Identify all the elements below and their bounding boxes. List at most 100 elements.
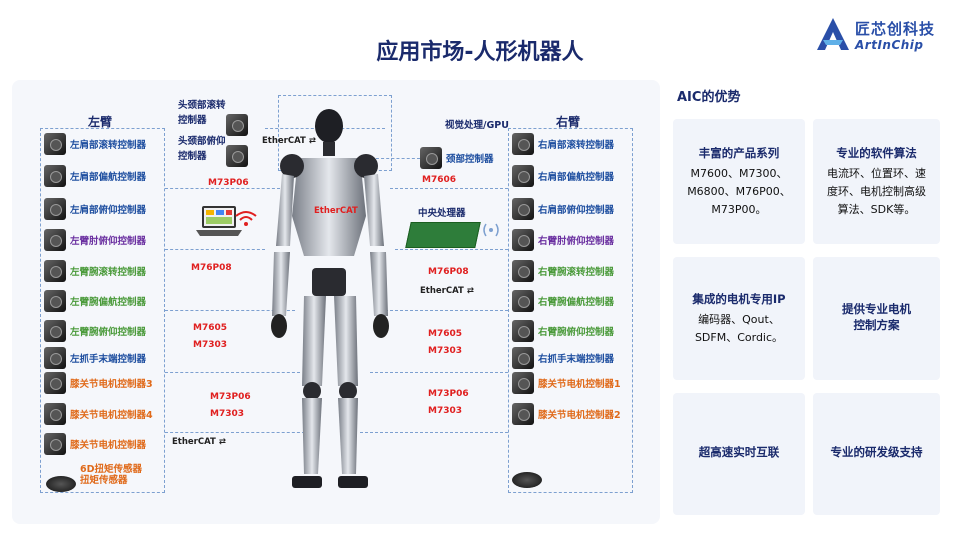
controller-module [512, 431, 637, 457]
controller-module: 左肩部偏航控制器 [44, 163, 169, 189]
advantage-card: 超高速实时互联 [673, 393, 805, 515]
controller-module: 左臂肘俯仰控制器 [44, 227, 169, 253]
link-line [165, 188, 280, 189]
head-pitch-label: 头颈部俯仰 控制器 [178, 136, 226, 162]
ethercat-suffix: CAT [197, 437, 216, 447]
torque-sensor-right [512, 472, 542, 488]
motor-controller-icon [44, 290, 66, 312]
ethercat-suffix: CAT [287, 136, 306, 146]
controller-label: 6D扭矩传感器 扭矩传感器 [80, 464, 142, 486]
left-arm-heading: 左臂 [88, 115, 113, 129]
link-line [165, 372, 300, 373]
ethercat-label: EtherCAT ⇄ [262, 136, 316, 146]
neck-module: 颈部控制器 [420, 145, 520, 171]
controller-label: 左抓手末端控制器 [70, 354, 147, 365]
link-line [340, 158, 420, 159]
humanoid-robot-image [271, 109, 389, 488]
advantages-heading: AIC的优势 [677, 90, 741, 105]
motor-controller-icon [44, 320, 66, 342]
wireless-icon [483, 223, 499, 237]
controller-module: 右臂腕偏航控制器 [512, 288, 637, 314]
logo-en: ArtInChip [855, 38, 924, 52]
controller-module: 左臂腕滚转控制器 [44, 258, 169, 284]
controller-module: 右肩部偏航控制器 [512, 163, 637, 189]
left-arm-frame [40, 128, 165, 493]
controller-module: 右肩部俯仰控制器 [512, 196, 637, 222]
controller-label: 右肩部滚转控制器 [538, 140, 615, 151]
controller-label: 左臂腕俯仰控制器 [70, 327, 147, 338]
motor-controller-icon [44, 433, 66, 455]
advantage-card-title: 专业的研发级支持 [830, 445, 923, 459]
ethercat-label: EtherCAT ⇄ [420, 286, 474, 296]
head-pitch-module [226, 143, 252, 169]
controller-label: 膝关节电机控制器 [70, 440, 147, 451]
controller-module: 左臂腕偏航控制器 [44, 288, 169, 314]
motor-controller-icon [44, 347, 66, 369]
link-line [395, 249, 508, 250]
head-roll-label: 头颈部滚转 控制器 [178, 100, 226, 126]
chip-label: M73P06 M7303 [210, 392, 251, 419]
controller-module: 膝关节电机控制器4 [44, 401, 169, 427]
advantage-card-body: 电流环、位置环、速 度环、电机控制高级 算法、SDK等。 [827, 166, 926, 216]
advantage-card: 提供专业电机 控制方案 [813, 257, 940, 380]
controller-label: 左臂肘俯仰控制器 [70, 236, 147, 247]
controller-label: 右臂肘俯仰控制器 [538, 236, 615, 247]
link-line [375, 310, 508, 311]
chest-ethercat-label: EtherCAT [314, 206, 358, 216]
motor-controller-icon [512, 133, 534, 155]
motor-controller-icon [44, 133, 66, 155]
right-arm-frame [508, 128, 633, 493]
advantage-card-title: 专业的软件算法 [836, 145, 917, 160]
motor-controller-icon [44, 403, 66, 425]
controller-module: 6D扭矩传感器 扭矩传感器 [44, 462, 169, 488]
controller-label: 左肩部偏航控制器 [70, 172, 147, 183]
neck-label: 颈部控制器 [446, 154, 494, 165]
motor-controller-icon [512, 165, 534, 187]
motor-controller-icon [44, 198, 66, 220]
torque-sensor-left [46, 476, 76, 492]
controller-label: 右抓手末端控制器 [538, 354, 615, 365]
company-logo: 匠芯创科技 ArtInChip [815, 14, 950, 58]
motor-controller-icon [44, 165, 66, 187]
chip-label: M7605 M7303 [428, 329, 463, 356]
page-title: 应用市场-人形机器人 [376, 40, 584, 65]
controller-label: 右臂腕滚转控制器 [538, 267, 615, 278]
ethercat-suffix: CAT [445, 286, 464, 296]
head-roll-module [226, 112, 252, 138]
controller-label: 左肩部滚转控制器 [70, 140, 147, 151]
controller-module: 左抓手末端控制器 [44, 345, 169, 371]
wifi-icon [235, 211, 257, 226]
link-line [360, 432, 508, 433]
controller-label: 膝关节电机控制器3 [70, 379, 153, 390]
controller-module: 右臂肘俯仰控制器 [512, 227, 637, 253]
motor-controller-icon [44, 372, 66, 394]
motor-controller-icon [44, 260, 66, 282]
link-line [390, 188, 508, 189]
controller-module: 右抓手末端控制器 [512, 345, 637, 371]
controller-label: 膝关节电机控制器1 [538, 379, 621, 390]
cpu-board [405, 222, 481, 248]
chip-label: M7606 [422, 175, 457, 185]
advantage-card: 专业的研发级支持 [813, 393, 940, 515]
ethercat-prefix: Ether [420, 286, 446, 296]
motor-controller-icon [512, 372, 534, 394]
motor-controller-icon [512, 229, 534, 251]
ethercat-prefix: Ether [172, 437, 198, 447]
advantage-card-body: 编码器、Qout、 SDFM、Cordic。 [694, 312, 784, 344]
chip-label: M73P06 [208, 178, 249, 188]
chip-label: M76P08 [191, 263, 232, 273]
advantage-card: 集成的电机专用IP 编码器、Qout、 SDFM、Cordic。 [673, 257, 805, 380]
controller-module: 膝关节电机控制器 [44, 431, 169, 457]
controller-label: 右肩部俯仰控制器 [538, 205, 615, 216]
motor-controller-icon [44, 229, 66, 251]
controller-label: 左臂腕偏航控制器 [70, 297, 147, 308]
advantage-card-title: 丰富的产品系列 [698, 145, 780, 160]
vision-label: 视觉处理/GPU [445, 120, 509, 131]
advantage-card-title: 提供专业电机 控制方案 [842, 301, 911, 332]
chip-label: M7605 M7303 [193, 323, 228, 350]
advantage-card-title: 集成的电机专用IP [692, 291, 786, 306]
controller-label: 左肩部俯仰控制器 [70, 205, 147, 216]
link-line [370, 372, 508, 373]
chip-label: M76P08 [428, 267, 469, 277]
controller-module: 左肩部俯仰控制器 [44, 196, 169, 222]
